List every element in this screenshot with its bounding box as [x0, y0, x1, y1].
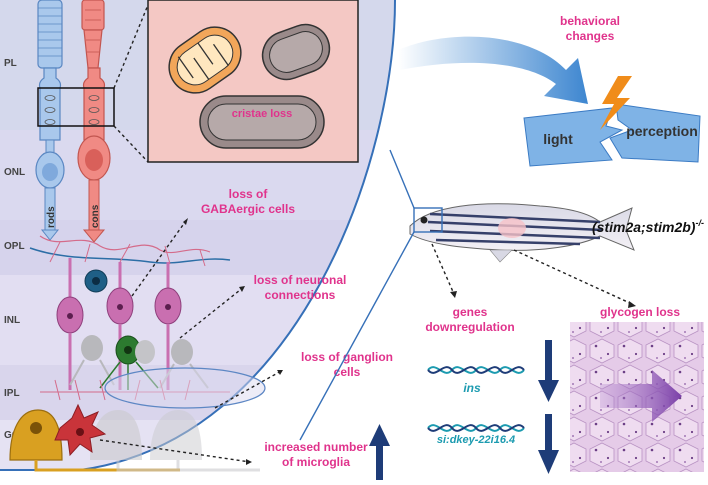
- genotype-superscript: -/-: [695, 218, 704, 228]
- layer-label-pl: PL: [4, 58, 17, 69]
- effect-ganglion-line1: loss of ganglion: [301, 350, 393, 364]
- zoom-box: [37, 87, 115, 127]
- bipolar-cells: [56, 258, 182, 390]
- gene-ins-label: ins: [463, 381, 481, 395]
- zebrafish-icon: [409, 203, 635, 263]
- microglia-cell: [54, 403, 107, 457]
- layer-label-ipl: IPL: [4, 388, 20, 399]
- light-label: light: [543, 131, 573, 147]
- layer-label-opl: OPL: [4, 241, 25, 252]
- effect-ganglion-line2: cells: [334, 365, 361, 379]
- cone-cell: [77, 0, 111, 243]
- effect-arrows: [99, 217, 284, 465]
- effect-neuronal-line2: connections: [265, 288, 336, 302]
- behavior-label-line2: changes: [566, 29, 615, 43]
- microglia-up-arrow: [369, 424, 390, 480]
- glycogen-label: glycogen loss: [600, 305, 680, 319]
- gene-sidkey-label: si:dkey-22i16.4: [437, 434, 515, 446]
- effect-microglia-line1: increased number: [264, 440, 368, 454]
- lightning-icon: [600, 76, 632, 130]
- gene-down-arrow-2: [538, 414, 559, 474]
- dna-helix-icon-2: [427, 424, 525, 432]
- glycogen-arrow: [600, 370, 682, 422]
- cristae-loss-label: cristae loss: [232, 108, 293, 120]
- perception-label: perception: [626, 123, 698, 139]
- effect-gaba-line1: loss of: [229, 187, 269, 201]
- dna-helix-icon-1: [427, 366, 525, 374]
- light-perception-graphic: [523, 76, 701, 167]
- rod-cell: [35, 0, 65, 241]
- opl-synapses: [29, 235, 231, 267]
- genotype-label: (stim2a;stim2b)-/-: [592, 218, 704, 235]
- fish-eye-zoom-box: [413, 207, 443, 233]
- layer-label-inl: INL: [4, 315, 20, 326]
- effect-neuronal-line1: loss of neuronal: [254, 273, 347, 287]
- fish-arrows: [431, 243, 636, 308]
- layer-label-onl: ONL: [4, 167, 25, 178]
- genotype-text: (stim2a;stim2b): [592, 219, 696, 235]
- mitochondria-inset: cristae loss: [147, 0, 359, 163]
- effect-microglia-line2: of microglia: [282, 455, 350, 469]
- gene-down-arrow-1: [538, 340, 559, 402]
- cons-label: cons: [90, 204, 101, 228]
- behavior-arrow: [398, 36, 588, 104]
- behavior-label-line1: behavioral: [560, 14, 620, 28]
- genes-label-line2: downregulation: [425, 320, 514, 334]
- effect-gaba-line2: GABAergic cells: [201, 202, 295, 216]
- horizontal-cell: [84, 269, 108, 293]
- ganglion-cells: [9, 409, 260, 472]
- genes-label-line1: genes: [453, 305, 488, 319]
- ipl-highlight-ellipse: [104, 367, 266, 409]
- rods-label: rods: [46, 206, 57, 228]
